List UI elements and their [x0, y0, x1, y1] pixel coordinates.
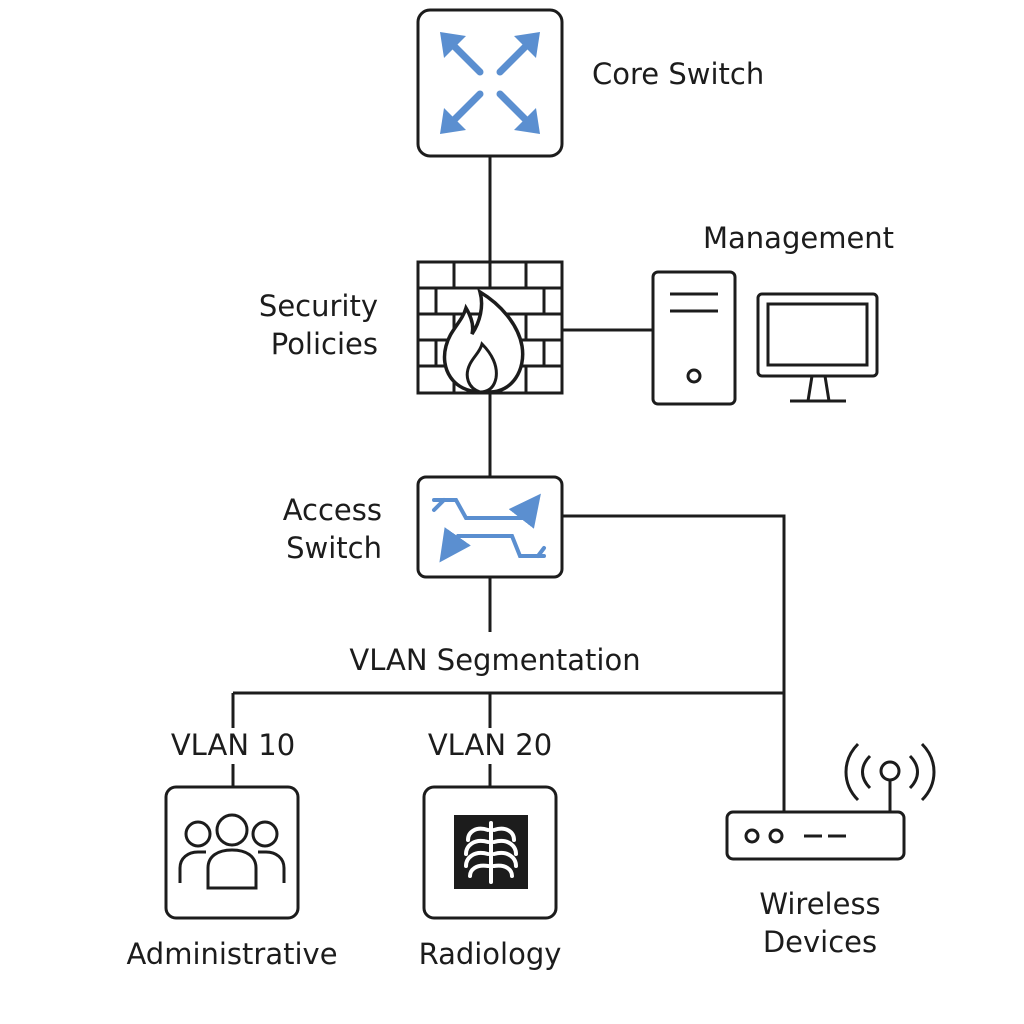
security-policies-label: Security Policies [238, 287, 378, 363]
firewall-icon [416, 260, 564, 395]
access-switch-label-line1: Access [282, 493, 382, 527]
server-tower-icon [651, 270, 737, 406]
people-group-icon [178, 813, 286, 890]
switch-crossing-arrows-icon [432, 493, 546, 563]
vlan-segmentation-label: VLAN Segmentation [349, 643, 641, 677]
management-label: Management [703, 221, 895, 255]
vlan10-label: VLAN 10 [170, 728, 296, 762]
access-switch-label: Access Switch [262, 491, 382, 567]
link-access-to-wireless [562, 514, 786, 812]
administrative-label: Administrative [126, 937, 338, 971]
wireless-devices-label-line1: Wireless [759, 887, 881, 921]
security-policies-label-line2: Policies [270, 327, 378, 361]
administrative-node [164, 785, 300, 920]
access-switch-node [416, 475, 564, 579]
switch-arrows-icon [440, 32, 540, 134]
core-switch-node [416, 8, 564, 158]
xray-ribcage-icon [454, 815, 528, 889]
radiology-node [422, 785, 558, 920]
radiology-label: Radiology [418, 937, 562, 971]
security-policies-label-line1: Security [258, 289, 378, 323]
wireless-devices-label: Wireless Devices [740, 885, 900, 961]
wireless-devices-label-line2: Devices [762, 925, 878, 959]
connection-lines [231, 156, 786, 812]
core-switch-label: Core Switch [592, 57, 765, 91]
vlan20-label: VLAN 20 [427, 728, 553, 762]
wireless-router-icon [725, 742, 936, 861]
monitor-icon [756, 292, 879, 403]
access-switch-label-line2: Switch [286, 531, 382, 565]
